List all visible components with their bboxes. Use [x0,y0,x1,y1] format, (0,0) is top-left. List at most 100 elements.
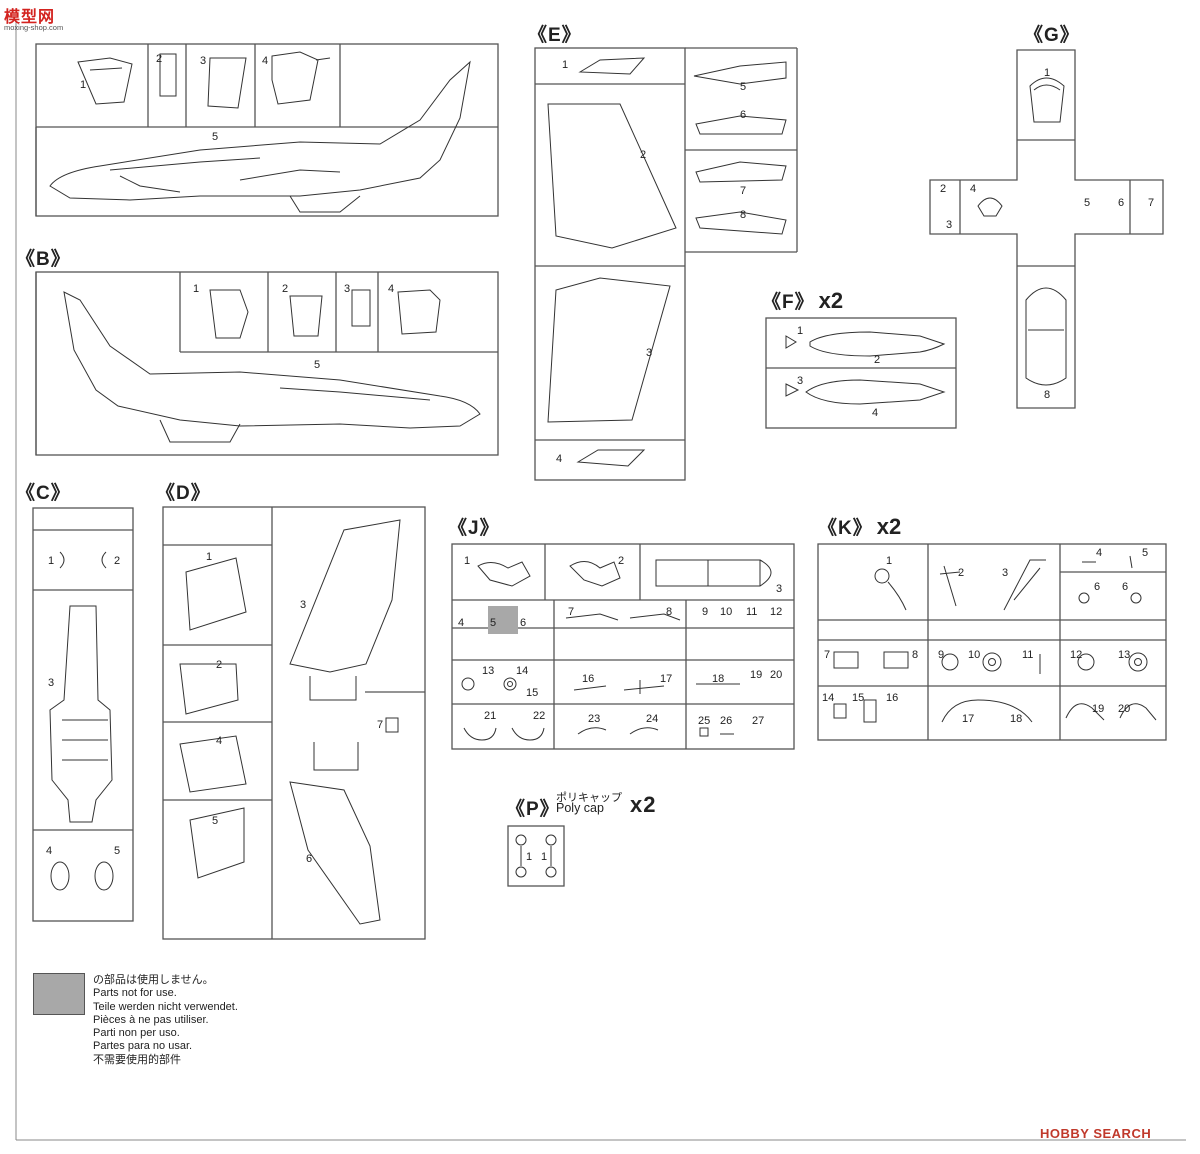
part-number: 5 [212,131,219,143]
part-number: 4 [1096,547,1103,559]
sprue-P-parts [515,834,557,878]
part-number: 3 [1002,567,1009,579]
part-number: 3 [946,219,953,231]
part-number: 2 [640,149,647,161]
part-number: 2 [216,659,223,671]
part-number: 1 [562,59,569,71]
part-number: 7 [568,606,575,618]
part-number: 22 [533,710,546,722]
part-number: 24 [646,713,659,725]
part-number: 20 [1118,703,1131,715]
part-number: 17 [660,673,673,685]
sprue-B-label: 《B》 [16,244,71,271]
sprue-E-label-text: 《E》 [528,25,582,46]
part-number: 4 [388,283,395,295]
sprue-B-label-text: 《B》 [16,249,71,270]
sprue-B-parts [63,289,481,443]
sprue-K-frame [817,543,1167,741]
part-number: 6 [1118,197,1125,209]
part-number: 3 [797,375,804,387]
part-number: 21 [484,710,497,722]
part-number: 7 [824,649,831,661]
site-logo-url: moxing-shop.com [4,23,64,32]
legend-line-fr: Pièces à ne pas utiliser. [93,1013,209,1026]
part-number: 2 [114,555,121,567]
part-number: 1 [80,79,87,91]
sprue-J-label-text: 《J》 [448,518,500,539]
part-number: 4 [872,407,879,419]
sprue-F-label: 《F》x2 [762,287,843,314]
part-number: 23 [588,713,601,725]
sprue-A-parts [49,51,471,213]
part-number: 7 [740,185,747,197]
sprue-K-label-text: 《K》 [818,518,873,539]
sprue-E-label: 《E》 [528,20,582,47]
part-number: 9 [702,606,709,618]
part-number: 2 [874,354,881,366]
sprue-D-frame [162,506,426,940]
part-number: 15 [852,692,865,704]
part-number: 9 [938,649,945,661]
part-number: 3 [344,283,351,295]
sprue-A-frame [35,43,499,217]
part-number: 12 [1070,649,1083,661]
unused-parts-legend: の部品は使用しません。 Parts not for use. Teile wer… [93,974,238,1067]
sprue-B-frame [35,271,499,456]
part-number: 6 [520,617,527,629]
part-number: 5 [740,81,747,93]
site-logo-text: 模型网 [4,9,56,26]
part-number: 13 [1118,649,1131,661]
polycap-title-en: Poly cap [556,801,604,815]
part-number: 26 [720,715,733,727]
legend-line-jp: の部品は使用しません。 [93,974,214,986]
part-number: 11 [1022,649,1034,661]
part-number: 6 [1094,581,1101,593]
part-number: 5 [1084,197,1091,209]
sprue-G-parts [977,77,1067,386]
part-number: 17 [962,713,975,725]
sprue-C-label-text: 《C》 [16,483,71,504]
part-number: 1 [206,551,213,563]
sprue-E-parts [547,57,787,467]
part-number: 10 [968,649,981,661]
sprue-C-frame [32,507,134,922]
sprue-G-label: 《G》 [1024,20,1080,47]
legend-line-it: Parti non per uso. [93,1027,180,1040]
part-number: 18 [1010,713,1023,725]
part-number: 8 [912,649,919,661]
sprue-D-parts [179,519,401,925]
part-number: 3 [300,599,307,611]
part-number: 5 [314,359,321,371]
part-number: 4 [46,845,53,857]
part-number: 3 [200,55,207,67]
sprue-E-frame [534,47,798,481]
part-number: 8 [740,209,747,221]
sprue-P-frame [507,825,565,887]
sprue-G-frame [929,49,1164,409]
part-number: 18 [712,673,725,685]
part-number: 12 [770,606,783,618]
part-number: 1 [48,555,55,567]
sprue-C-parts [49,551,114,891]
sprue-J-parts [461,559,772,741]
part-number: 1 [541,851,548,863]
sprue-C-label: 《C》 [16,478,71,505]
sprue-J-label: 《J》 [448,513,500,540]
part-number: 7 [377,719,384,731]
unused-part-J5 [488,606,518,634]
legend-line-cn: 不需要使用的部件 [93,1053,181,1066]
part-number: 2 [282,283,289,295]
sprue-P-label-text: 《P》 [506,799,560,820]
part-number: 3 [646,347,653,359]
unused-parts-swatch [33,973,85,1015]
part-number: 5 [114,845,121,857]
part-number: 27 [752,715,765,727]
sprue-F-label-text: 《F》 [762,292,815,313]
polycap-title-jp: ポリキャップ [556,792,622,804]
part-number: 2 [958,567,965,579]
part-number: 14 [822,692,835,704]
part-number: 10 [720,606,733,618]
part-number: 19 [1092,703,1105,715]
part-number: 1 [464,555,471,567]
